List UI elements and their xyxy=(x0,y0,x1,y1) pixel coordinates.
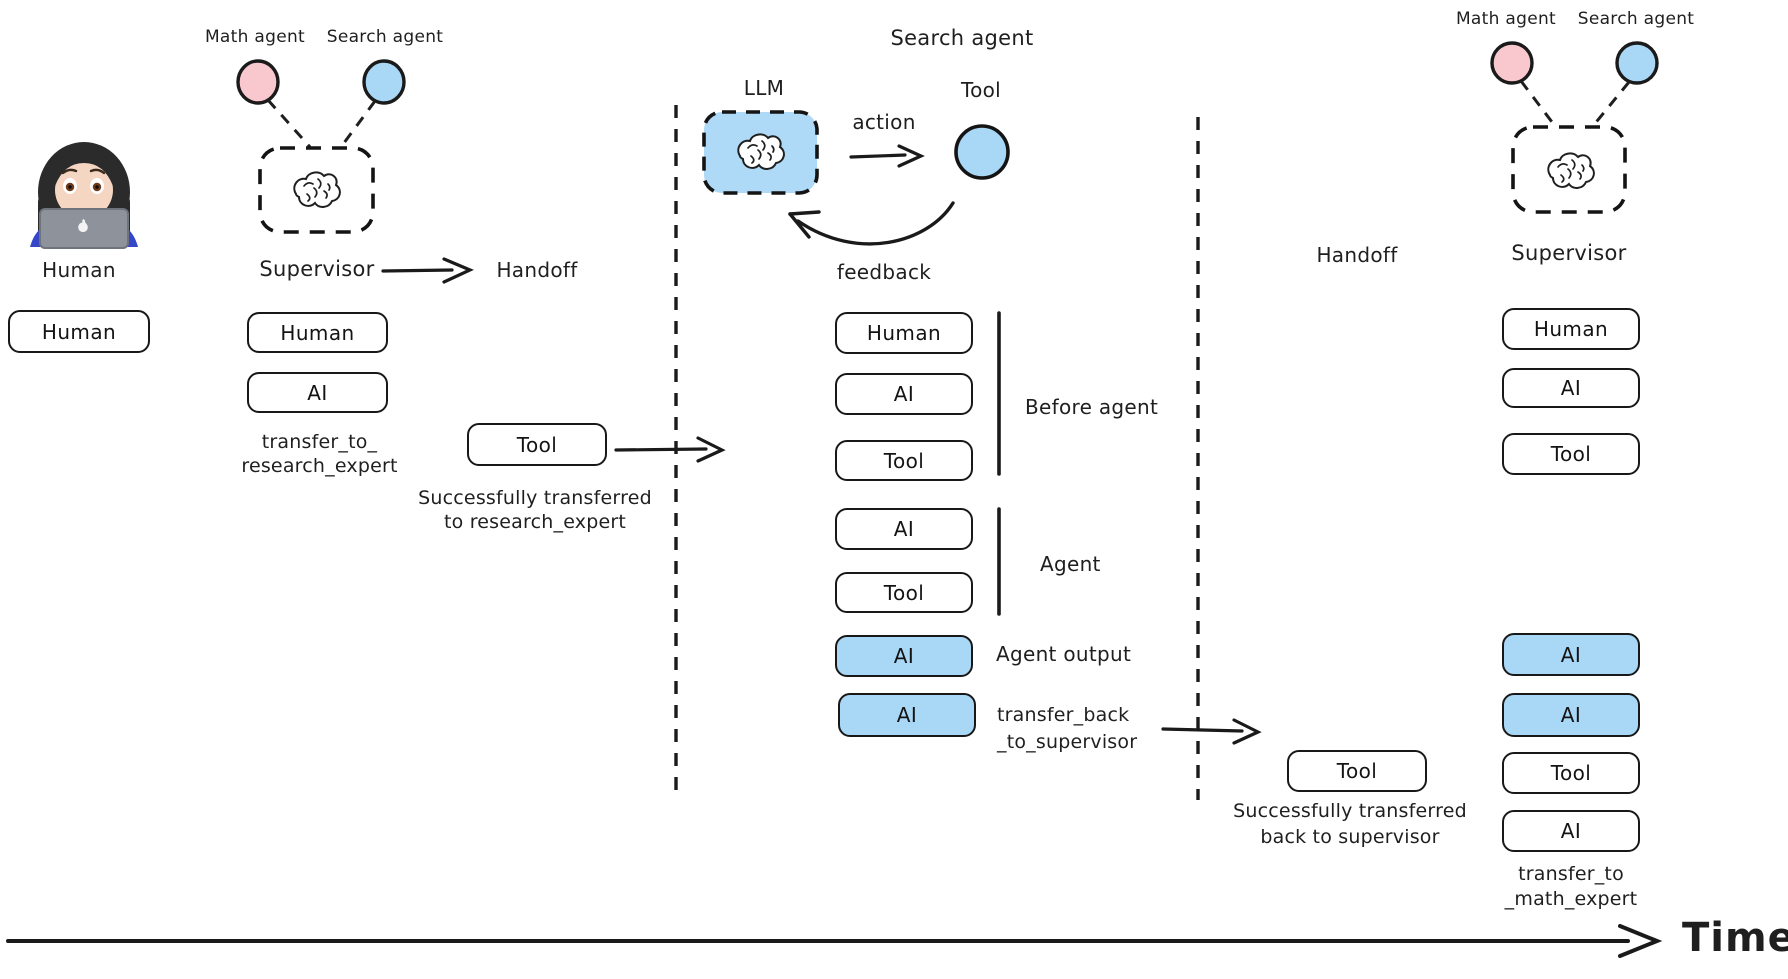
tool-label: Tool xyxy=(960,78,1002,102)
feedback-arrow xyxy=(788,201,955,246)
message-human: Human xyxy=(8,310,150,353)
math-agent-label: Math agent xyxy=(1455,9,1557,29)
action-arrow xyxy=(849,144,925,168)
transfer-back-arrow xyxy=(1161,718,1262,745)
supervisor-label: Supervisor xyxy=(259,257,375,281)
message-tool: Tool xyxy=(1287,750,1427,792)
search-agent-connector xyxy=(339,100,377,148)
search-agent-label: Search agent xyxy=(326,27,444,47)
human-avatar xyxy=(30,142,138,249)
tool-result-line1: Successfully transferred xyxy=(418,487,652,509)
message-tool: Tool xyxy=(835,572,973,613)
message-human: Human xyxy=(247,312,388,353)
math-agent-connector xyxy=(266,99,312,148)
message-ai-transfer-back: AI xyxy=(838,693,976,737)
human-avatar-label: Human xyxy=(42,258,116,282)
transfer-back-line1: transfer_back xyxy=(997,704,1130,726)
transfer-note-line1: transfer_to xyxy=(1518,863,1624,885)
math-agent-node xyxy=(236,59,280,105)
message-human: Human xyxy=(1502,308,1640,350)
handoff-label: Handoff xyxy=(496,258,578,282)
message-tool: Tool xyxy=(1502,752,1640,794)
math-agent-label: Math agent xyxy=(204,27,306,47)
transfer-back-line2: _to_supervisor xyxy=(997,731,1138,753)
message-human: Human xyxy=(835,312,973,354)
search-agent-node xyxy=(362,59,406,105)
agent-output-label: Agent output xyxy=(996,642,1132,666)
message-tool: Tool xyxy=(1502,433,1640,475)
search-agent-lane-title: Search agent xyxy=(890,26,1034,50)
message-tool: Tool xyxy=(467,423,607,466)
message-ai-output: AI xyxy=(1502,633,1640,676)
transfer-note-line1: transfer_to_ xyxy=(261,431,378,453)
transfer-note-line2: research_expert xyxy=(241,455,398,477)
transfer-note: transfer_to_ research_expert xyxy=(237,430,402,478)
time-axis-arrow xyxy=(6,924,1663,958)
message-ai-output: AI xyxy=(835,635,973,677)
message-ai: AI xyxy=(1502,368,1640,408)
message-ai-output: AI xyxy=(1502,693,1640,737)
transfer-note-line2: _math_expert xyxy=(1504,888,1638,910)
search-agent-node xyxy=(1615,41,1659,85)
before-agent-label: Before agent xyxy=(1025,395,1159,419)
action-label: action xyxy=(852,110,916,134)
feedback-label: feedback xyxy=(836,260,932,284)
message-ai: AI xyxy=(247,372,388,413)
transfer-back-note: transfer_back _to_supervisor xyxy=(997,702,1187,756)
handoff-label: Handoff xyxy=(1316,243,1398,267)
time-axis-label: Time xyxy=(1682,915,1788,961)
math-agent-connector xyxy=(1519,80,1557,127)
handoff-arrow-left xyxy=(381,257,474,284)
tool-result-note: Successfully transferred to research_exp… xyxy=(404,486,666,534)
agent-label: Agent xyxy=(1040,552,1101,576)
tool-result-line1: Successfully transferred xyxy=(1233,800,1467,822)
message-tool: Tool xyxy=(835,440,973,481)
math-agent-node xyxy=(1490,41,1534,85)
search-agent-label: Search agent xyxy=(1577,9,1695,29)
message-ai: AI xyxy=(1502,810,1640,852)
message-ai: AI xyxy=(835,373,973,415)
supervisor-label: Supervisor xyxy=(1511,241,1627,265)
tool-result-note: Successfully transferred back to supervi… xyxy=(1219,798,1481,850)
to-search-agent-arrow xyxy=(614,436,726,463)
tool-node xyxy=(954,124,1010,180)
llm-label: LLM xyxy=(743,76,785,100)
transfer-note: transfer_to _math_expert xyxy=(1480,862,1662,912)
tool-result-line2: to research_expert xyxy=(443,511,627,533)
search-agent-connector xyxy=(1591,81,1631,127)
tool-result-line2: back to supervisor xyxy=(1260,826,1440,848)
message-ai: AI xyxy=(835,508,973,550)
